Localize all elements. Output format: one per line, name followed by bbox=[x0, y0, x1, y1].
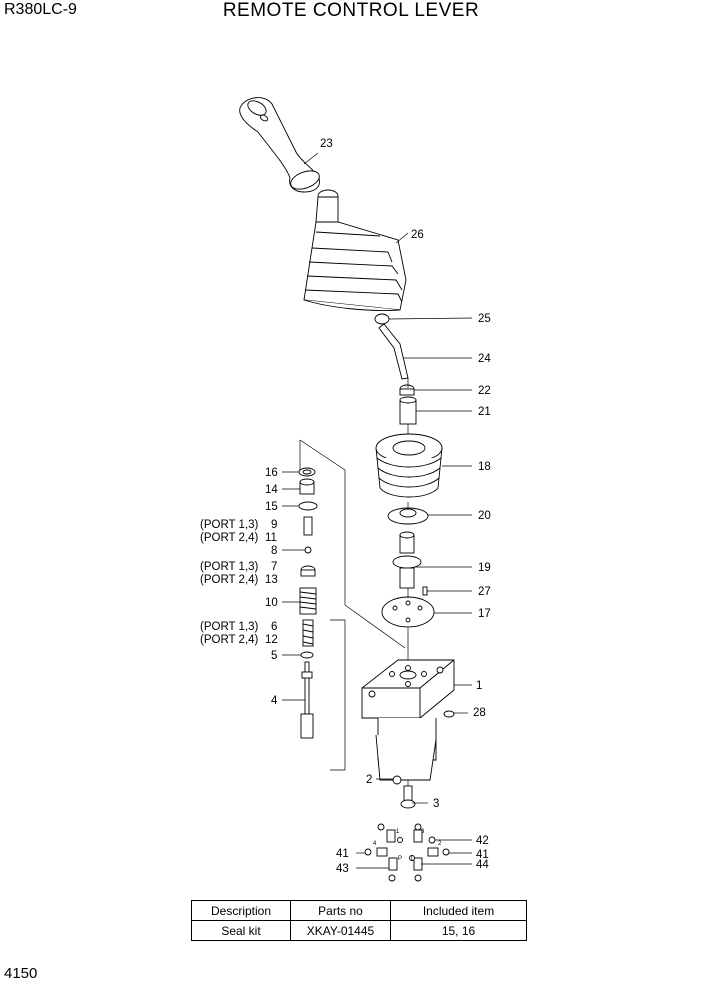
port-mark-1: 1 bbox=[396, 829, 400, 835]
port-mark-4: 4 bbox=[373, 841, 377, 847]
plug bbox=[392, 775, 402, 785]
handle-grip bbox=[239, 97, 320, 193]
callout-1: 1 bbox=[476, 680, 482, 692]
port-mark-2: 2 bbox=[438, 841, 442, 847]
port-mark-3: 3 bbox=[421, 829, 425, 835]
spring-6 bbox=[302, 619, 314, 647]
callout-7: 7 bbox=[271, 561, 277, 573]
callout-13: 13 bbox=[265, 574, 278, 586]
callout-2: 2 bbox=[366, 774, 372, 786]
port-label: (PORT 1,3) bbox=[200, 519, 259, 531]
callout-16: 16 bbox=[265, 467, 278, 479]
callout-25: 25 bbox=[478, 313, 491, 325]
callout-15: 15 bbox=[265, 501, 278, 513]
seal-kit-table: Description Parts no Included item Seal … bbox=[191, 900, 527, 941]
callout-14: 14 bbox=[265, 484, 278, 496]
port-fittings bbox=[364, 823, 450, 882]
callout-42: 42 bbox=[476, 835, 489, 847]
plate bbox=[387, 507, 429, 525]
table-header-parts-no: Parts no bbox=[290, 900, 391, 921]
callout-labels: 23 26 25 24 22 21 18 20 19 27 17 1 28 2 … bbox=[200, 138, 491, 875]
port-mark-t: T bbox=[410, 856, 414, 862]
push-rod-9 bbox=[303, 516, 313, 536]
spool-4 bbox=[300, 661, 314, 739]
cap bbox=[374, 313, 390, 325]
callout-24: 24 bbox=[478, 353, 491, 365]
callout-22: 22 bbox=[478, 385, 491, 397]
callout-10: 10 bbox=[265, 597, 278, 609]
port-label: (PORT 2,4) bbox=[200, 532, 259, 544]
callout-27: 27 bbox=[478, 586, 491, 598]
table-cell-included-item: 15, 16 bbox=[390, 920, 527, 941]
plug-14 bbox=[299, 478, 315, 495]
callout-5: 5 bbox=[271, 650, 277, 662]
callout-28: 28 bbox=[473, 707, 486, 719]
port-label: (PORT 1,3) bbox=[200, 621, 259, 633]
rubber-boot bbox=[303, 189, 407, 311]
spring-seat-7 bbox=[300, 565, 316, 577]
table-cell-parts-no: XKAY-01445 bbox=[290, 920, 391, 941]
casing bbox=[361, 659, 455, 781]
callout-43: 43 bbox=[336, 863, 349, 875]
port-label: (PORT 2,4) bbox=[200, 574, 259, 586]
washer-5 bbox=[300, 651, 314, 659]
lever-rod bbox=[378, 323, 409, 380]
table-header-row: Description Parts no Included item bbox=[191, 900, 527, 921]
table-row: Seal kit XKAY-01445 15, 16 bbox=[191, 920, 527, 941]
o-ring-15 bbox=[298, 501, 318, 511]
callout-21: 21 bbox=[478, 406, 491, 418]
adapter bbox=[399, 396, 417, 425]
callout-11: 11 bbox=[265, 532, 277, 544]
model-code: R380LC-9 bbox=[4, 1, 77, 18]
callout-23: 23 bbox=[320, 138, 333, 150]
port-mark-p: P bbox=[398, 856, 402, 862]
port-label: (PORT 2,4) bbox=[200, 634, 259, 646]
page-title: REMOTE CONTROL LEVER bbox=[222, 0, 480, 21]
callout-26: 26 bbox=[411, 229, 424, 241]
callout-6: 6 bbox=[271, 621, 277, 633]
pin bbox=[422, 586, 428, 596]
callout-4: 4 bbox=[271, 695, 278, 707]
disk-plate bbox=[381, 596, 435, 628]
washer-8 bbox=[304, 546, 312, 554]
callout-41-left: 41 bbox=[336, 848, 349, 860]
callout-18: 18 bbox=[478, 461, 491, 473]
callout-3: 3 bbox=[433, 798, 439, 810]
nut bbox=[399, 384, 415, 396]
bolt bbox=[400, 785, 416, 809]
port-marks: 1 3 4 2 P T bbox=[373, 829, 442, 862]
callout-9: 9 bbox=[271, 519, 277, 531]
port-label: (PORT 1,3) bbox=[200, 561, 259, 573]
cover-boot bbox=[375, 433, 443, 498]
callout-8: 8 bbox=[271, 545, 277, 557]
callout-20: 20 bbox=[478, 510, 491, 522]
callout-17: 17 bbox=[478, 608, 491, 620]
seal-16 bbox=[298, 467, 316, 477]
table-header-description: Description bbox=[191, 900, 291, 921]
assembly-guide-lines bbox=[282, 152, 473, 869]
callout-19: 19 bbox=[478, 562, 491, 574]
callout-41-right: 41 bbox=[476, 849, 489, 861]
table-header-included-item: Included item bbox=[390, 900, 527, 921]
table-cell-description: Seal kit bbox=[191, 920, 291, 941]
universal-joint bbox=[392, 531, 422, 589]
callout-44: 44 bbox=[476, 859, 489, 871]
callout-12: 12 bbox=[265, 634, 278, 646]
spring-10 bbox=[299, 587, 317, 615]
page-number: 4150 bbox=[4, 965, 38, 982]
